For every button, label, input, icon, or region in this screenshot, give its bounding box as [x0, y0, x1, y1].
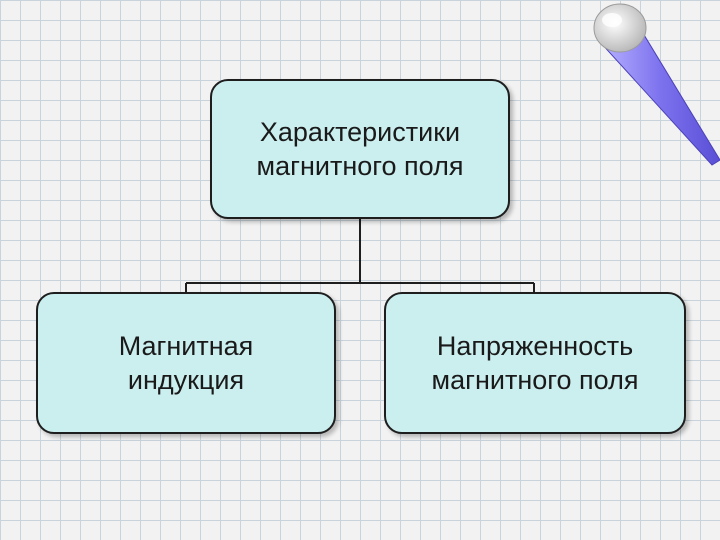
root-node-label: Характеристики магнитного поля [256, 117, 464, 181]
diagram-child-node-1: Магнитная индукция [36, 292, 336, 434]
pen-icon [593, 3, 720, 166]
diagram-root-node: Характеристики магнитного поля [210, 79, 510, 219]
child-node-1-label: Магнитная индукция [118, 331, 254, 395]
diagram-child-node-2: Напряженность магнитного поля [384, 292, 686, 434]
child-node-2-label: Напряженность магнитного поля [431, 331, 639, 395]
